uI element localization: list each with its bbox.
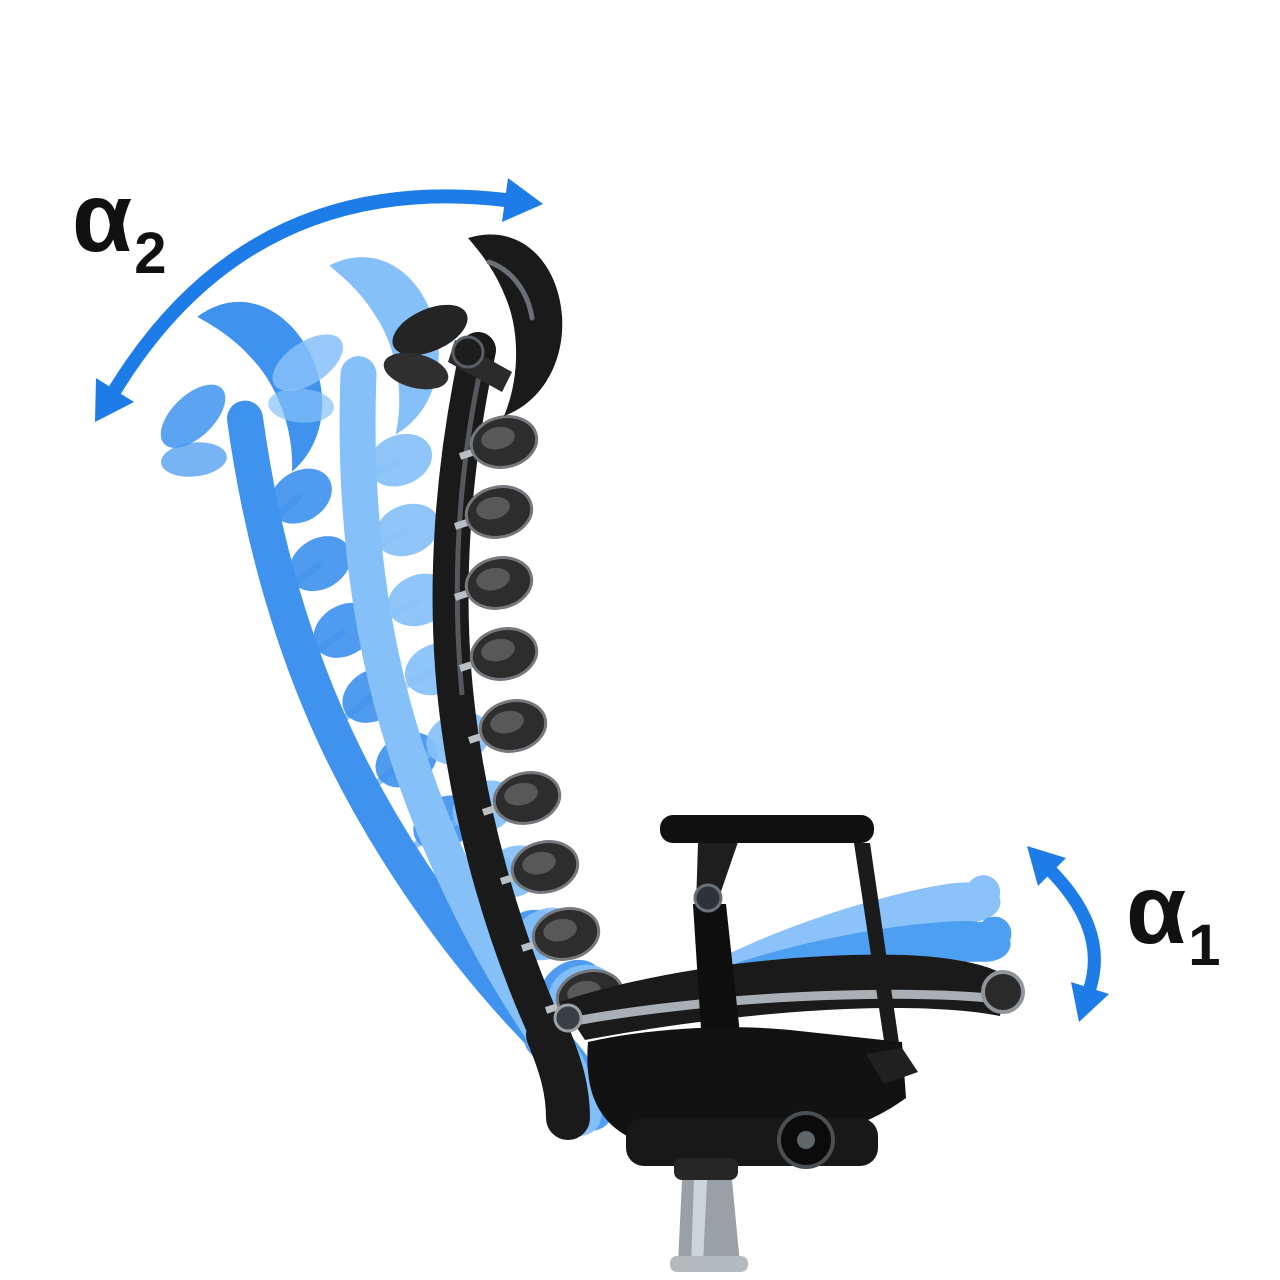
- alpha2-subscript: 2: [134, 221, 167, 286]
- backrest-recline-arrow-icon: [95, 178, 543, 422]
- gas-cylinder: [670, 1158, 748, 1272]
- alpha2-symbol: α: [72, 162, 133, 272]
- seat-mechanism: [587, 1027, 918, 1169]
- backrest-angle-label: α2: [72, 168, 167, 283]
- headrest: [383, 234, 563, 416]
- chair: [383, 234, 1025, 1272]
- seat-angle-label: α1: [1126, 860, 1221, 975]
- alpha1-subscript: 1: [1188, 913, 1221, 978]
- backrest-spine: [432, 332, 628, 1140]
- alpha1-symbol: α: [1126, 854, 1187, 964]
- seat-tilt-arrow-icon: [1027, 846, 1109, 1022]
- seat: [553, 954, 1025, 1040]
